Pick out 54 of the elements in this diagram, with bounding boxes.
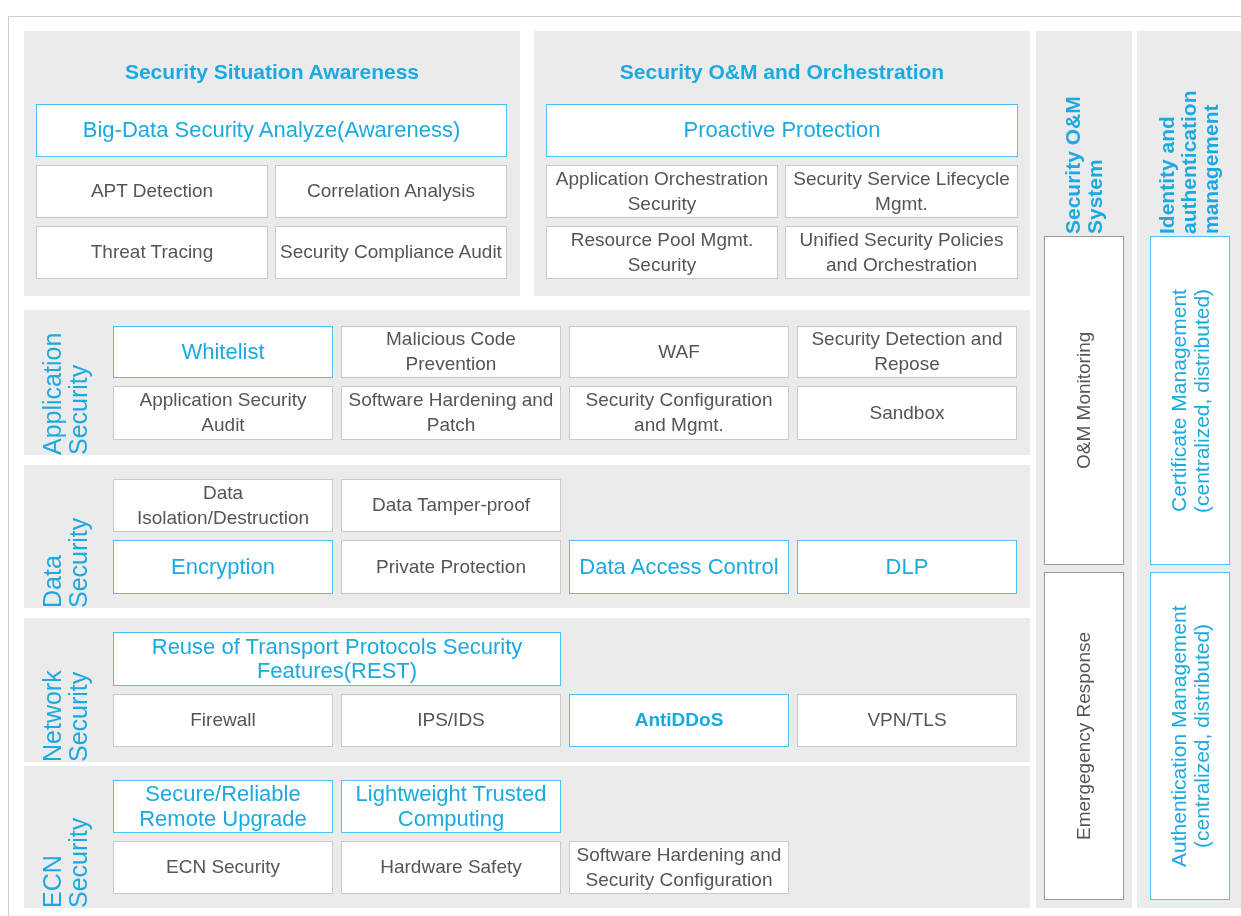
highlighted-feature-box: Lightweight Trusted Computing — [341, 780, 561, 833]
section-panel — [24, 31, 520, 296]
feature-box: Sandbox — [797, 386, 1017, 440]
feature-box: Private Protection — [341, 540, 561, 594]
section-panel — [24, 766, 1030, 908]
feature-box: Resource Pool Mgmt. Security — [546, 226, 778, 279]
feature-box: VPN/TLS — [797, 694, 1017, 747]
section-panel — [1137, 31, 1241, 908]
feature-box: Threat Tracing — [36, 226, 268, 279]
section-panel — [24, 310, 1030, 455]
section-title: Security O&M System — [1061, 95, 1107, 234]
feature-box: Hardware Safety — [341, 841, 561, 894]
feature-box: Security Detection and Repose — [797, 326, 1017, 378]
feature-box: Unified Security Policies and Orchestration — [785, 226, 1018, 279]
highlighted-feature-box: Proactive Protection — [546, 104, 1018, 157]
feature-box: Software Hardening and Security Configuration — [569, 841, 789, 894]
feature-box: Software Hardening and Patch — [341, 386, 561, 440]
function-box: O&M Monitoring — [1044, 236, 1124, 565]
section-title: Data Security — [38, 516, 92, 608]
feature-box: Application Orchestration Security — [546, 165, 778, 218]
feature-box: IPS/IDS — [341, 694, 561, 747]
section-panel — [24, 618, 1030, 762]
highlighted-feature-box: Reuse of Transport Protocols Security Features(REST) — [113, 632, 561, 686]
highlighted-function-box: Certificate Management (centralized, distributed) — [1150, 236, 1230, 565]
feature-box: APT Detection — [36, 165, 268, 218]
feature-box: Data Isolation/Destruction — [113, 479, 333, 532]
feature-box: Firewall — [113, 694, 333, 747]
feature-box: ECN Security — [113, 841, 333, 894]
section-title: Network Security — [38, 669, 92, 762]
section-panel — [24, 465, 1030, 608]
feature-box: Malicious Code Prevention — [341, 326, 561, 378]
feature-box: Security Service Lifecycle Mgmt. — [785, 165, 1018, 218]
feature-box: Data Tamper-proof — [341, 479, 561, 532]
feature-box: Application Security Audit — [113, 386, 333, 440]
highlighted-feature-box: DLP — [797, 540, 1017, 594]
section-title: Identity and authentication management — [1155, 89, 1223, 234]
highlighted-function-box: Authentication Management (centralized, distributed) — [1150, 572, 1230, 900]
section-panel — [1036, 31, 1132, 908]
feature-box: WAF — [569, 326, 789, 378]
highlighted-feature-box: Big-Data Security Analyze(Awareness) — [36, 104, 507, 157]
highlighted-feature-box: Encryption — [113, 540, 333, 594]
section-title: Security Situation Awareness — [124, 60, 420, 84]
feature-box: Security Configuration and Mgmt. — [569, 386, 789, 440]
highlighted-feature-box: AntiDDoS — [569, 694, 789, 747]
section-title: Application Security — [38, 331, 92, 455]
highlighted-feature-box: Secure/Reliable Remote Upgrade — [113, 780, 333, 833]
section-title: ECN Security — [38, 816, 92, 908]
feature-box: Security Compliance Audit — [275, 226, 507, 279]
section-title: Security O&M and Orchestration — [619, 60, 945, 84]
section-panel — [534, 31, 1030, 296]
highlighted-feature-box: Data Access Control — [569, 540, 789, 594]
feature-box: Correlation Analysis — [275, 165, 507, 218]
function-box: Emergegency Response — [1044, 572, 1124, 900]
highlighted-feature-box: Whitelist — [113, 326, 333, 378]
